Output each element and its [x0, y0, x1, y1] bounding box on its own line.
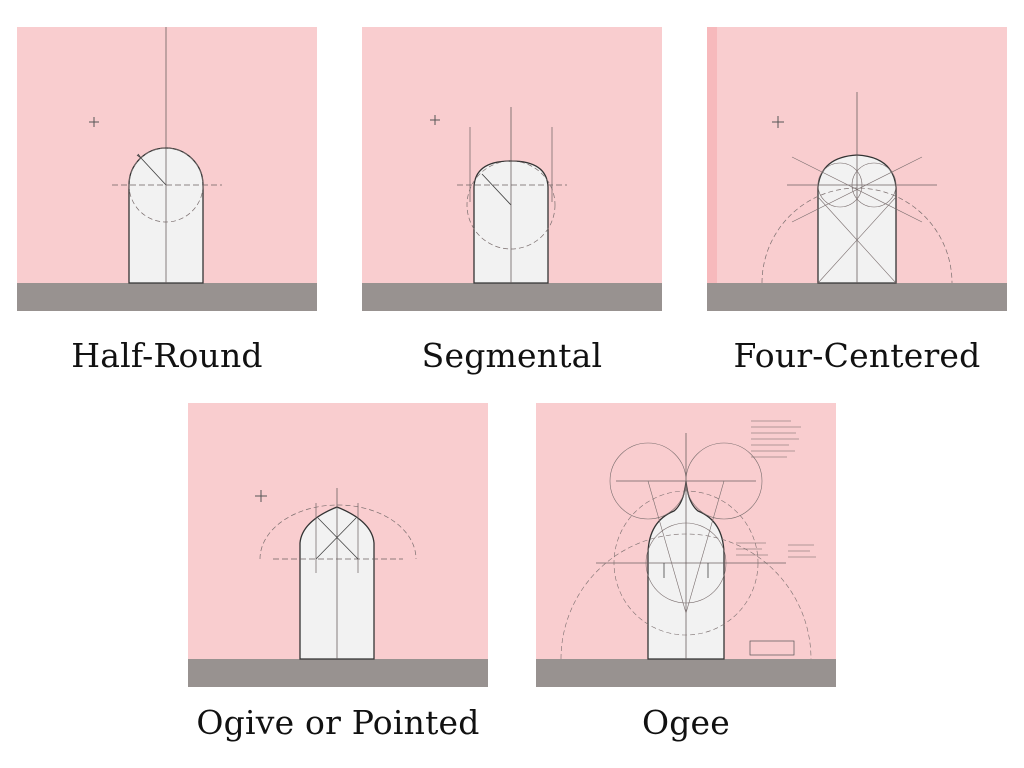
construction-circle-mid — [613, 490, 759, 636]
caption-segmental: Segmental — [421, 336, 603, 375]
half-round-arch-drawing — [17, 27, 317, 311]
paper-edge — [707, 27, 717, 283]
scale-box — [749, 640, 795, 656]
radius-left — [315, 517, 357, 560]
diagonal-cross-2 — [817, 196, 897, 284]
large-construction-arc — [761, 187, 953, 284]
four-centered-arch-svg — [707, 27, 1007, 311]
diagonal-right — [791, 156, 923, 223]
ground-strip — [188, 659, 488, 687]
ground-strip — [362, 283, 662, 311]
large-construction-arc — [560, 533, 812, 660]
ogee-arch-svg — [536, 403, 836, 687]
arrow-head — [136, 153, 142, 159]
half-round-arch-svg — [17, 27, 317, 311]
construction-circle — [128, 147, 204, 223]
construction-arc — [259, 504, 417, 560]
caption-ogee: Ogee — [641, 703, 731, 742]
construction-circle-center — [645, 522, 727, 604]
construction-diagonal-right — [685, 480, 725, 614]
ground-strip — [17, 283, 317, 311]
radius-right — [317, 517, 359, 560]
caption-half-round: Half-Round — [71, 336, 263, 375]
handwritten-notes — [736, 420, 816, 558]
segmental-arch-svg — [362, 27, 662, 311]
ground-strip — [707, 283, 1007, 311]
four-centered-arch-drawing — [707, 27, 1007, 311]
radius-line — [140, 157, 167, 186]
caption-four-centered: Four-Centered — [733, 336, 981, 375]
ogee-arch-drawing — [536, 403, 836, 687]
construction-circle-right — [851, 162, 897, 208]
ogive-arch-drawing — [188, 403, 488, 687]
ground-strip — [536, 659, 836, 687]
construction-circle — [466, 160, 556, 250]
construction-circle-left — [817, 162, 863, 208]
construction-circle-upper-right — [685, 442, 763, 520]
caption-ogive: Ogive or Pointed — [196, 703, 480, 742]
ogive-arch-svg — [188, 403, 488, 687]
radius-line — [481, 173, 512, 206]
segmental-arch-drawing — [362, 27, 662, 311]
construction-diagonal-left — [647, 480, 687, 614]
